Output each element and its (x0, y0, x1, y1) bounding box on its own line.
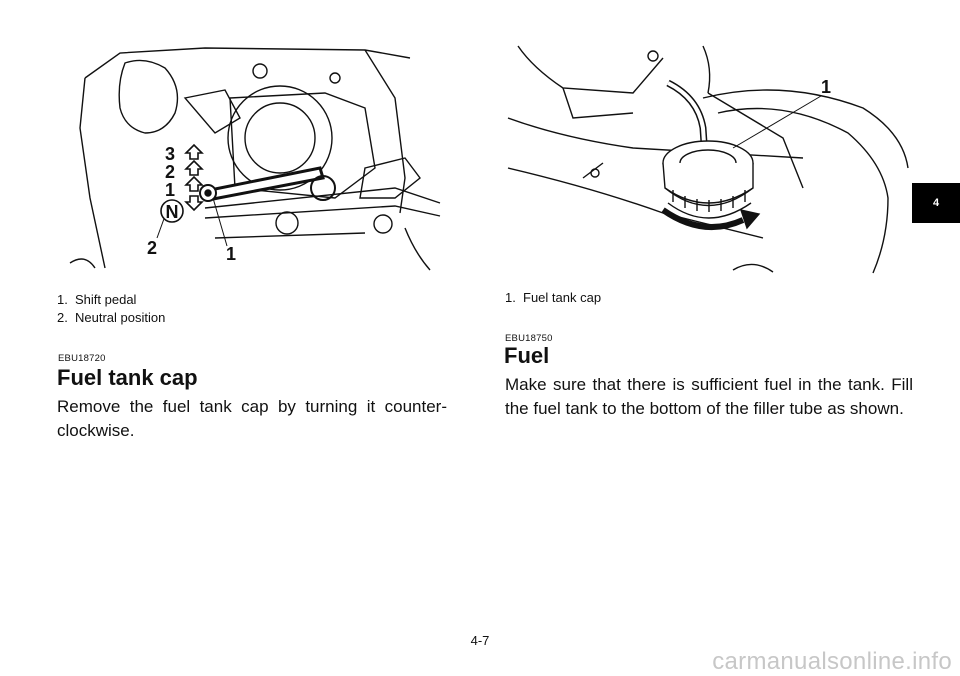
section-code: EBU18720 (58, 353, 106, 364)
watermark: carmanualsonline.info (712, 648, 952, 675)
caption-text: Neutral position (75, 310, 166, 325)
gear-mark-3: 3 (165, 144, 175, 164)
gear-mark-neutral: N (166, 202, 179, 222)
callout-2: 2 (147, 238, 157, 258)
section-code: EBU18750 (505, 333, 553, 344)
caption-number: 1. (505, 290, 516, 305)
caption-text: Fuel tank cap (523, 290, 602, 305)
left-captions: 1. Shift pedal 2. Neutral position (57, 291, 165, 327)
caption-item: 2. Neutral position (57, 309, 165, 327)
section-text: Make sure that there is sufficient fuel … (505, 375, 913, 418)
right-captions: 1. Fuel tank cap (505, 289, 601, 307)
fuel-tank-cap-figure: 1 (503, 38, 913, 276)
shift-pedal-figure: N 3 2 1 1 2 (65, 38, 445, 276)
callout-1: 1 (821, 77, 831, 97)
caption-text: Shift pedal (75, 292, 137, 307)
section-title: Fuel (504, 343, 550, 368)
section-title: Fuel tank cap (57, 365, 198, 390)
page-number: 4-7 (470, 633, 490, 648)
gear-mark-2: 2 (165, 162, 175, 182)
gear-mark-1: 1 (165, 180, 175, 200)
section-text: Remove the fuel tank cap by turning it c… (57, 397, 447, 440)
caption-item: 1. Fuel tank cap (505, 289, 601, 307)
caption-number: 1. (57, 292, 68, 307)
chapter-tab-label: 4 (932, 197, 940, 209)
callout-1: 1 (226, 244, 236, 264)
caption-number: 2. (57, 310, 68, 325)
chapter-tab: 4 (912, 183, 960, 223)
caption-item: 1. Shift pedal (57, 291, 165, 309)
